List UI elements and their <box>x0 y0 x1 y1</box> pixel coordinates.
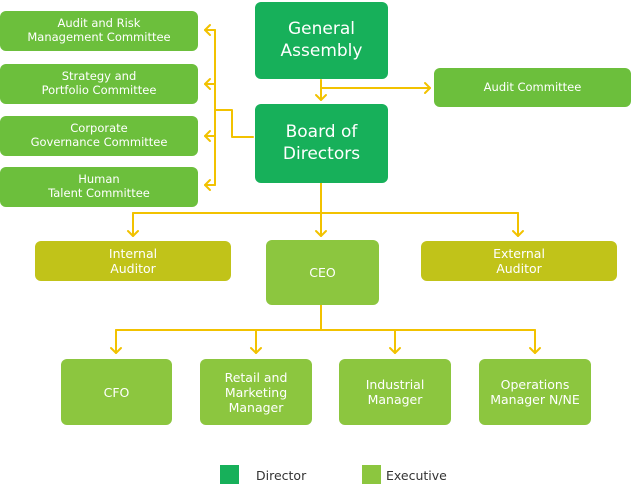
node-operations-manager: Operations Manager N/NE <box>479 359 591 425</box>
node-cfo: CFO <box>61 359 172 425</box>
node-governance-committee: Corporate Governance Committee <box>0 116 198 156</box>
legend-swatch-executive <box>362 465 381 484</box>
node-industrial-manager: Industrial Manager <box>339 359 451 425</box>
node-audit-committee: Audit Committee <box>434 68 631 107</box>
node-board-of-directors: Board of Directors <box>255 104 388 183</box>
arrowhead-ceo <box>315 230 327 237</box>
legend-label-director: Director <box>256 468 307 483</box>
arrowhead-cfo <box>110 347 122 354</box>
node-talent-committee: Human Talent Committee <box>0 167 198 207</box>
node-general-assembly: General Assembly <box>255 2 388 79</box>
node-external-auditor: External Auditor <box>421 241 617 281</box>
arrowhead-internal-auditor <box>127 230 139 237</box>
node-strategy-committee: Strategy and Portfolio Committee <box>0 64 198 104</box>
legend-swatch-director <box>220 465 239 484</box>
node-internal-auditor: Internal Auditor <box>35 241 231 281</box>
node-retail-marketing-manager: Retail and Marketing Manager <box>200 359 312 425</box>
connector-board-committees <box>214 109 254 138</box>
node-audit-risk-committee: Audit and Risk Management Committee <box>0 11 198 51</box>
legend-label-executive: Executive <box>386 468 447 483</box>
arrowhead-operations <box>529 347 541 354</box>
node-ceo: CEO <box>266 240 379 305</box>
arrowhead-board <box>315 94 327 101</box>
arrowhead-external-auditor <box>512 230 524 237</box>
arrowhead-industrial <box>389 347 401 354</box>
arrowhead-retail <box>250 347 262 354</box>
arrowhead-audit-committee <box>424 82 431 94</box>
